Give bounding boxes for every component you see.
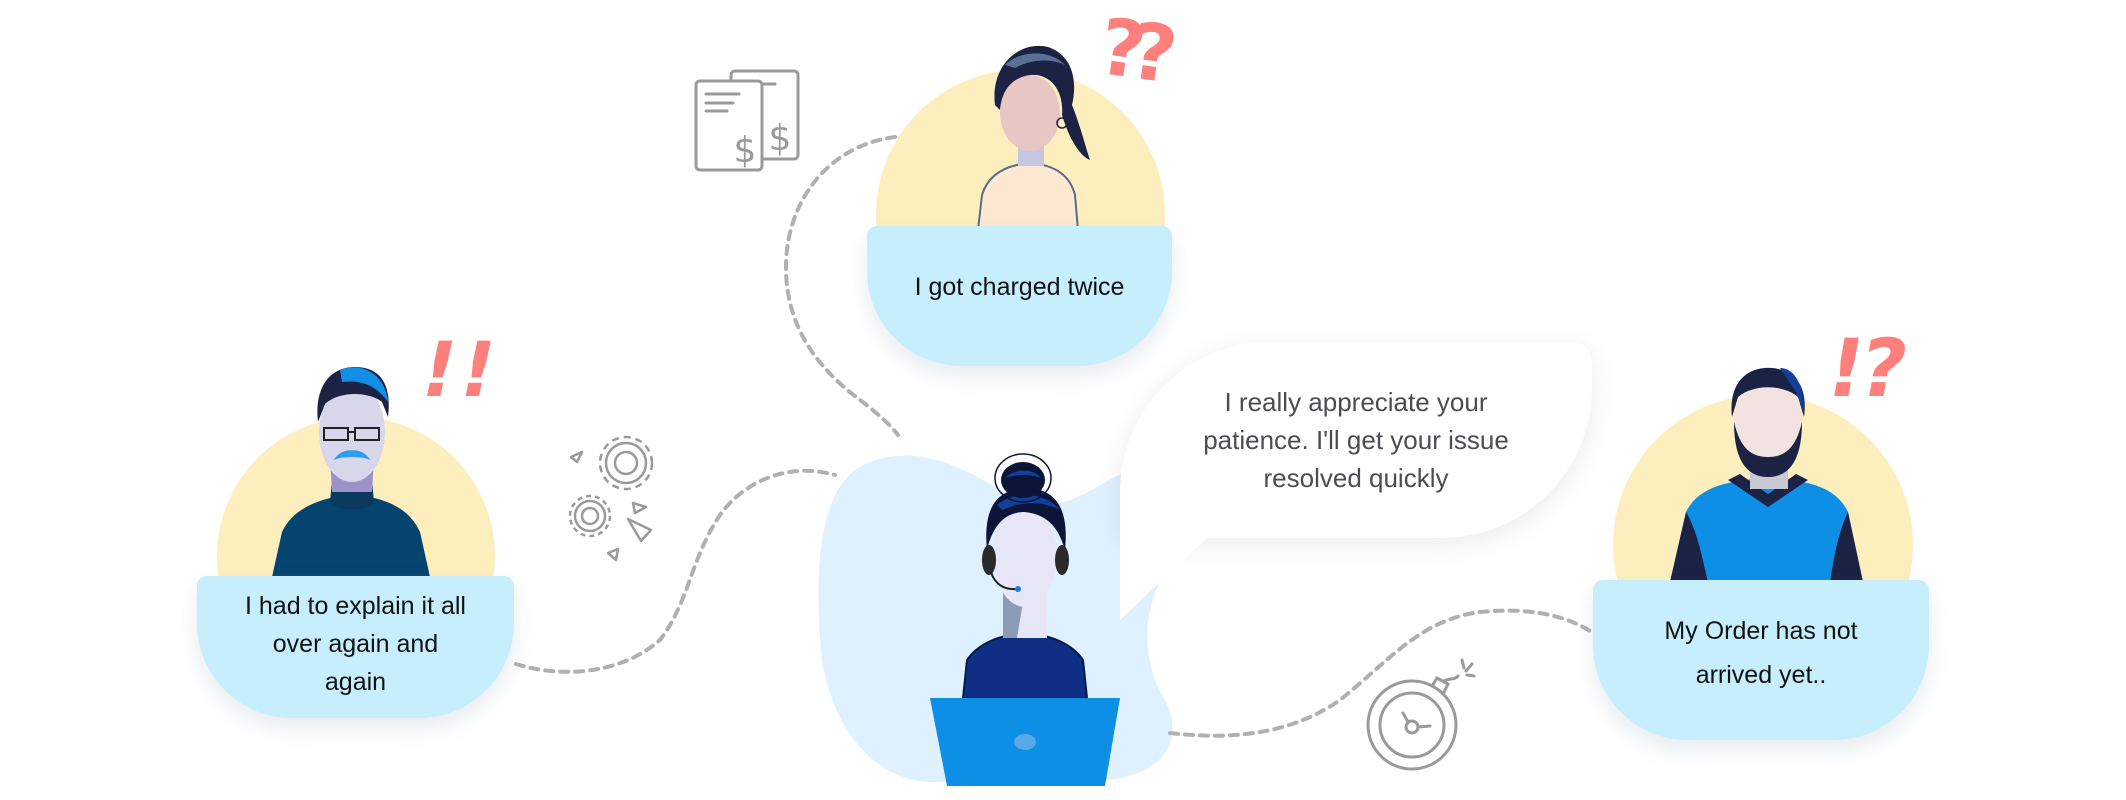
- message-card-right: My Order has not arrived yet..: [1593, 580, 1929, 740]
- reply-line: resolved quickly: [1263, 463, 1449, 493]
- message-line: over again and: [272, 630, 439, 658]
- message-line: again: [324, 668, 387, 696]
- message-line: I had to explain it all: [245, 592, 466, 620]
- message-card-left: I had to explain it all over again and a…: [197, 576, 514, 718]
- message-line: arrived yet..: [1695, 661, 1827, 689]
- bubble-tail: [1120, 535, 1210, 620]
- svg-text:$: $: [734, 130, 757, 171]
- connector-left: [514, 468, 837, 674]
- svg-text:$: $: [769, 118, 792, 159]
- customer-woman-avatar: [976, 45, 1090, 230]
- connector-top: [783, 135, 900, 437]
- reply-line: I really appreciate your: [1224, 387, 1488, 417]
- invoice-dollar-icon: $ $: [694, 69, 800, 172]
- agent-reply-bubble: I really appreciate your patience. I'll …: [1120, 342, 1592, 538]
- support-agent-avatar: [930, 453, 1120, 786]
- connector-right: [1168, 608, 1598, 738]
- message-card-top: I got charged twice: [867, 226, 1172, 366]
- customer-man-glasses-avatar: [272, 367, 430, 577]
- gears-icon: [568, 435, 654, 562]
- customer-man-beard-avatar: [1670, 367, 1863, 582]
- reply-line: patience. I'll get your issue: [1203, 425, 1509, 455]
- message-text: I got charged twice: [914, 272, 1125, 301]
- timer-bomb-icon: [1366, 658, 1476, 771]
- message-line: My Order has not: [1664, 617, 1858, 645]
- double-question-icon: ??: [1094, 2, 1169, 100]
